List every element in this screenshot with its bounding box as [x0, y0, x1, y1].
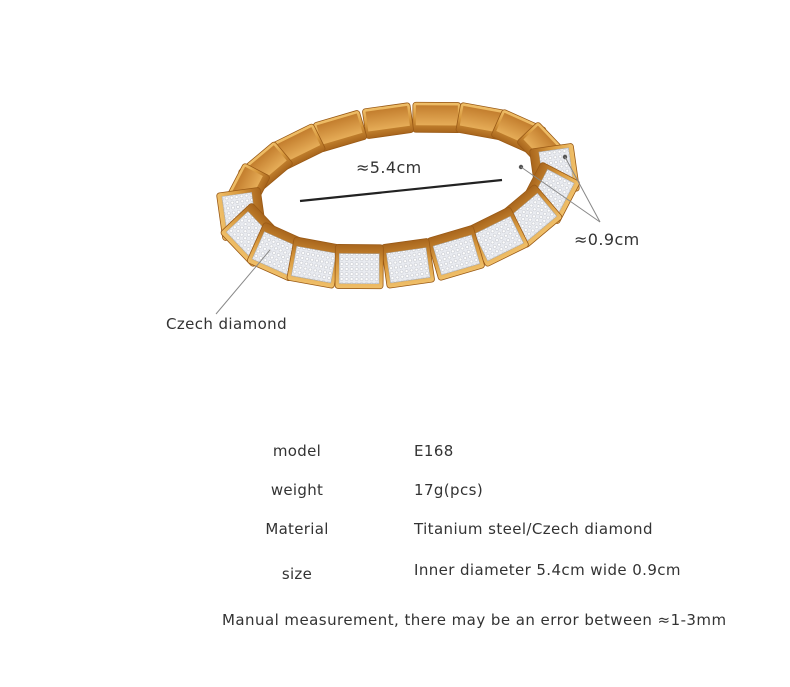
- bracelet-front-links: [216, 143, 580, 290]
- czech-diamond-label: Czech diamond: [166, 315, 287, 333]
- spec-key-material: Material: [265, 520, 329, 538]
- width-label: ≈0.9cm: [574, 230, 640, 249]
- spec-value-model: E168: [414, 442, 454, 460]
- spec-key-weight: weight: [270, 481, 324, 499]
- gold-link: [362, 102, 414, 139]
- spec-key-size: size: [281, 565, 313, 583]
- width-leader-line: [520, 166, 601, 223]
- bracelet-back-links: [222, 101, 571, 219]
- gold-link: [313, 110, 368, 152]
- measurement-note: Manual measurement, there may be an erro…: [222, 611, 727, 629]
- spec-value-size: Inner diameter 5.4cm wide 0.9cm: [414, 561, 681, 579]
- width-leader-line: [564, 156, 601, 223]
- pave-link: [334, 244, 384, 290]
- diameter-label: ≈5.4cm: [356, 158, 422, 177]
- bracelet-image: [215, 101, 601, 315]
- spec-value-weight: 17g(pcs): [414, 481, 484, 499]
- diameter-measure-line: [299, 178, 503, 203]
- spec-key-model: model: [272, 442, 322, 460]
- stone-leader-line: [215, 249, 271, 315]
- pave-link: [426, 225, 485, 281]
- spec-value-material: Titanium steel/Czech diamond: [414, 520, 653, 538]
- pave-link: [286, 236, 342, 289]
- pave-link: [381, 238, 435, 289]
- gold-link: [412, 101, 462, 133]
